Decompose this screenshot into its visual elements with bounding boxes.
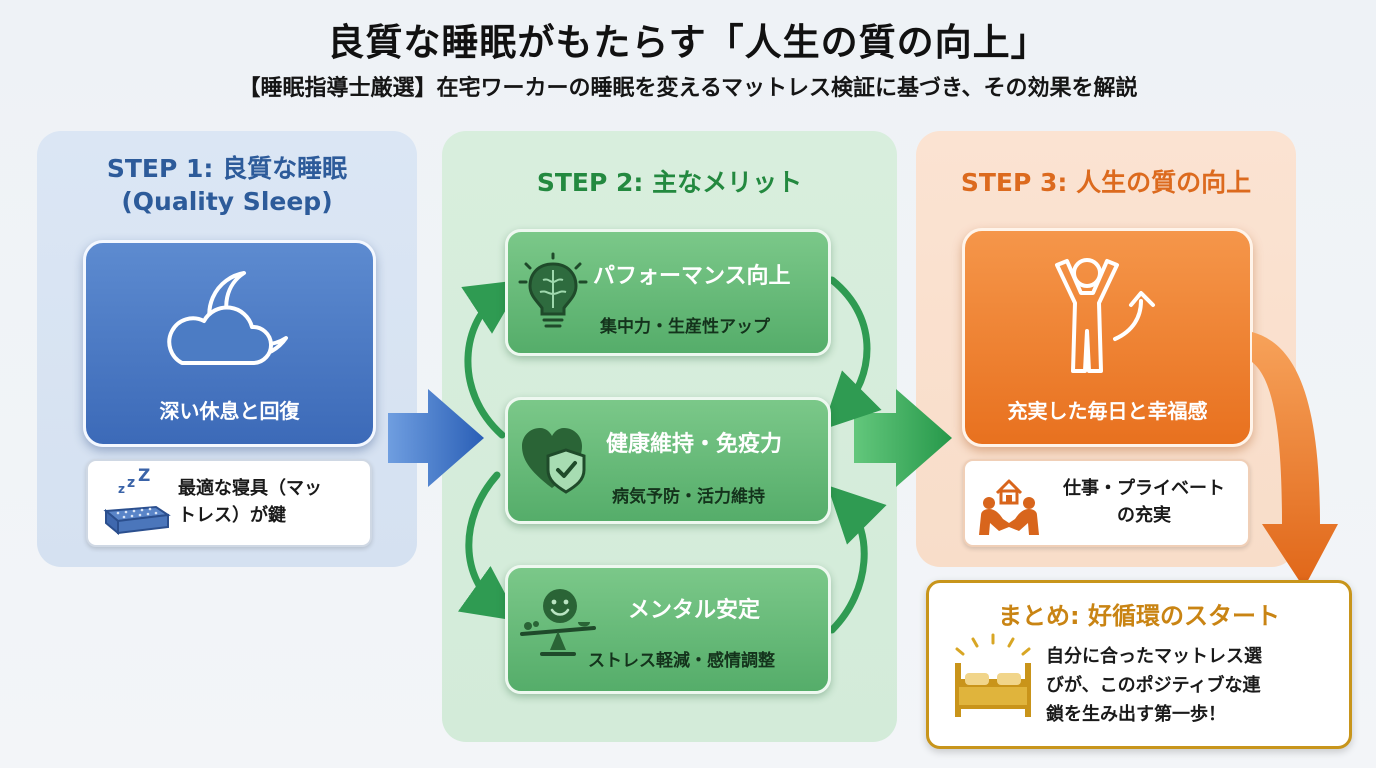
moon-cloud-icon — [167, 271, 288, 365]
benefit-card-performance: パフォーマンス向上 集中力・生産性アップ — [505, 229, 831, 356]
benefit-sub: 集中力・生産性アップ — [600, 317, 770, 337]
benefit-sub: ストレス軽減・感情調整 — [588, 651, 775, 671]
step1-title-line1: STEP 1: 良質な睡眠 — [106, 154, 348, 183]
summary-text-line3: 鎖を生み出す第一歩！ — [1046, 704, 1226, 725]
arrow-step3-to-summary — [1252, 332, 1338, 588]
step3-card — [962, 228, 1253, 447]
benefit-card-health: 健康維持・免疫力 病気予防・活力維持 — [505, 397, 831, 524]
step3-card-label: 充実した毎日と幸福感 — [1007, 399, 1208, 423]
step1-note-line1: 最適な寝具（マッ — [178, 478, 322, 499]
brain-bulb-icon — [518, 252, 588, 328]
step1-card — [83, 240, 376, 447]
heart-shield-icon — [522, 428, 586, 494]
summary-box — [926, 580, 1352, 749]
step1-card-label: 深い休息と回復 — [159, 399, 300, 423]
mattress-zzz-icon: z z Z — [103, 466, 171, 536]
arrow-step1-to-step2 — [388, 389, 484, 487]
benefit-title: 健康維持・免疫力 — [606, 432, 783, 457]
step1-note-line2: トレス）が鍵 — [178, 505, 286, 526]
summary-text-line1: 自分に合ったマットレス選 — [1046, 646, 1262, 667]
step1-title-line2: (Quality Sleep) — [121, 187, 333, 216]
step1-title: STEP 1: 良質な睡眠 (Quality Sleep) — [37, 152, 417, 218]
step3-note-line1: 仕事・プライベート — [1063, 478, 1225, 499]
benefit-card-mental: メンタル安定 ストレス軽減・感情調整 — [505, 565, 831, 694]
summary-title: まとめ: 好循環のスタート — [998, 602, 1280, 630]
benefit-title: メンタル安定 — [628, 598, 761, 623]
step3-title: STEP 3: 人生の質の向上 — [960, 168, 1252, 197]
step3-note-line2: の充実 — [1117, 505, 1171, 526]
smile-balance-icon — [520, 589, 596, 656]
page-title: 良質な睡眠がもたらす「人生の質の向上」 — [327, 21, 1049, 64]
step3-note-card: 仕事・プライベート の充実 — [963, 459, 1250, 547]
svg-text:Z: Z — [138, 466, 150, 486]
step1-note-card: z z Z 最適な寝具（マッ トレス）が鍵 — [86, 459, 372, 547]
person-arms-up-icon — [1055, 258, 1155, 373]
benefit-sub: 病気予防・活力維持 — [612, 487, 765, 507]
summary-text: 自分に合ったマットレス選 びが、このポジティブな連 鎖を生み出す第一歩！ — [1046, 642, 1336, 729]
benefit-title: パフォーマンス向上 — [593, 264, 791, 289]
bed-glow-icon — [955, 633, 1031, 717]
svg-text:z: z — [118, 482, 125, 496]
svg-text:z: z — [127, 475, 135, 491]
step2-title: STEP 2: 主なメリット — [536, 168, 803, 197]
summary-text-line2: びが、このポジティブな連 — [1046, 675, 1261, 696]
page-subtitle: 【睡眠指導士厳選】在宅ワーカーの睡眠を変えるマットレス検証に基づき、その効果を解… — [238, 76, 1138, 101]
house-people-icon — [979, 479, 1039, 535]
cycle-arrows — [457, 276, 887, 634]
